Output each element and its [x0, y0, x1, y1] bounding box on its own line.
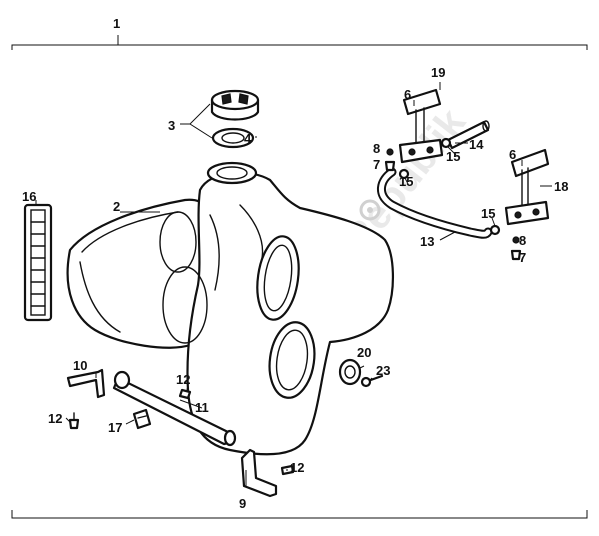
callout-8a: 8 [373, 141, 380, 156]
part-19-fuel-tap [398, 88, 444, 164]
part-3-filler-cap [210, 89, 260, 121]
part-23-screw [360, 374, 384, 388]
callout-9: 9 [239, 496, 246, 511]
callout-3: 3 [168, 118, 175, 133]
part-11-rod [112, 370, 237, 447]
callout-15c: 15 [481, 206, 495, 221]
callout-18: 18 [554, 179, 568, 194]
callout-17: 17 [108, 420, 122, 435]
watermark-gear-icon [359, 199, 381, 221]
callout-12c: 12 [290, 460, 304, 475]
callout-8b: 8 [519, 233, 526, 248]
callout-6a: 6 [404, 87, 411, 102]
part-16-protector-strip [23, 203, 53, 322]
callout-6b: 6 [509, 147, 516, 162]
screws-and-clamps [384, 137, 522, 261]
callout-4: 4 [244, 131, 252, 146]
part-12-screws [68, 388, 295, 476]
part-2-fuel-tank [66, 161, 395, 456]
callout-19: 19 [431, 65, 445, 80]
assembly-frame [11, 35, 588, 519]
leader-lines [35, 82, 552, 486]
callout-16: 16 [22, 189, 36, 204]
callout-15b: 15 [399, 174, 413, 189]
callout-10: 10 [73, 358, 87, 373]
part-10-bracket [66, 368, 106, 399]
callout-7b: 7 [519, 250, 526, 265]
callout-13: 13 [420, 234, 434, 249]
part-17-clip [132, 408, 152, 430]
part-13-fuel-hose [377, 167, 493, 239]
callout-1: 1 [113, 16, 120, 31]
callout-labels: 1 2 3 4 6 6 7 7 8 8 9 10 11 12 12 12 13 … [22, 16, 568, 511]
part-14-hose-stub [446, 120, 490, 150]
callout-12b: 12 [48, 411, 62, 426]
part-18-fuel-tap [504, 148, 550, 226]
part-9-bracket [240, 448, 278, 498]
part-20-grommet [338, 358, 362, 386]
callout-23: 23 [376, 363, 390, 378]
callout-15a: 15 [446, 149, 460, 164]
callout-14: 14 [469, 137, 484, 152]
part-4-cap-gasket [211, 127, 255, 149]
callout-2: 2 [113, 199, 120, 214]
callout-20: 20 [357, 345, 371, 360]
callout-11: 11 [195, 400, 209, 415]
callout-12a: 12 [176, 372, 190, 387]
callout-7a: 7 [373, 157, 380, 172]
